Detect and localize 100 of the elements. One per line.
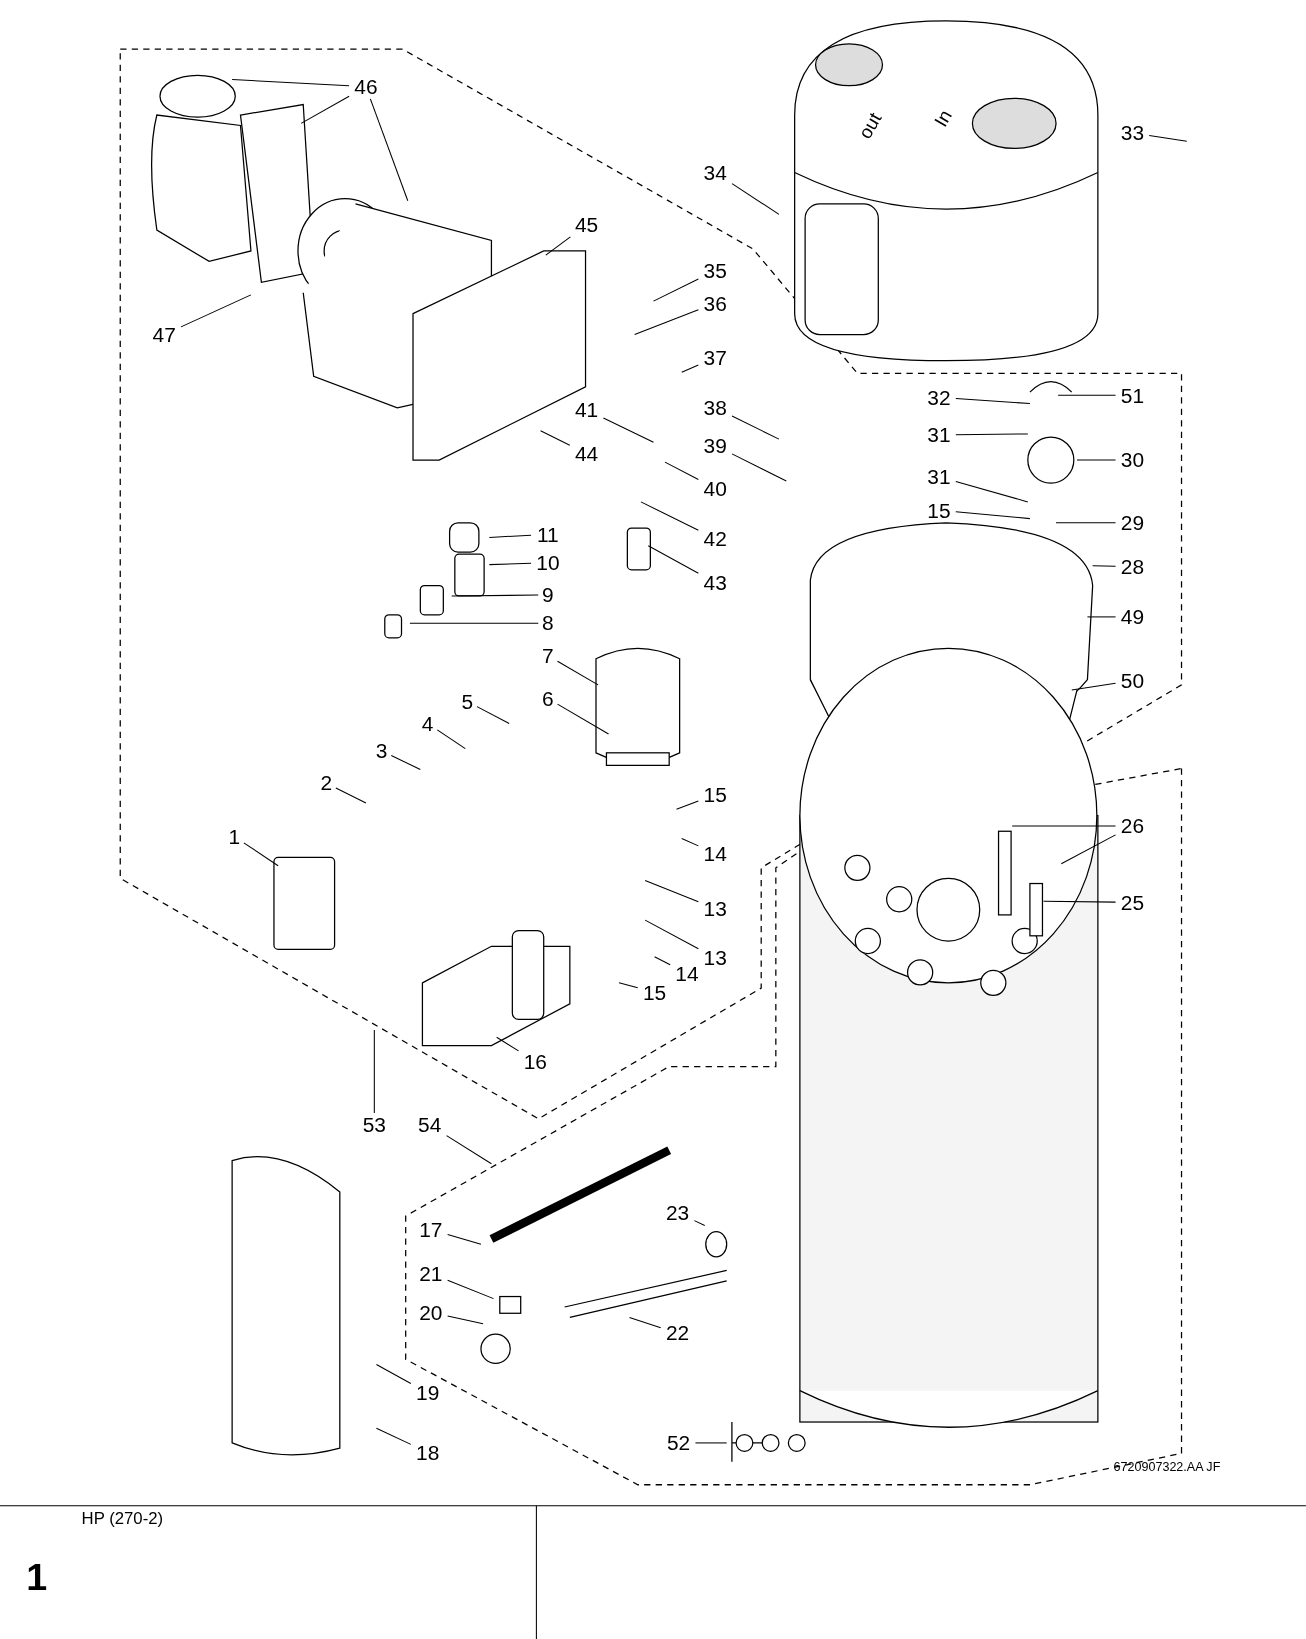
- leader-line: [955, 433, 1029, 436]
- leader-line: [1057, 394, 1117, 396]
- leader-line: [409, 622, 539, 624]
- callout-number: 18: [416, 1441, 440, 1463]
- leader-line: [447, 1315, 484, 1325]
- leader-line: [681, 838, 699, 847]
- leader-line: [1148, 134, 1188, 142]
- callout-number: 43: [703, 571, 727, 593]
- callout-number: 50: [1120, 670, 1144, 692]
- leader-line: [652, 278, 699, 302]
- callout-number: 39: [703, 434, 727, 456]
- callout-number: 34: [703, 162, 727, 183]
- leader-line: [618, 982, 639, 989]
- leader-line: [602, 417, 655, 443]
- callout-number: 15: [703, 784, 727, 806]
- leader-line: [1043, 900, 1117, 903]
- leader-line: [644, 879, 699, 903]
- leader-line: [1060, 834, 1117, 865]
- callout-number: 37: [703, 347, 727, 369]
- leader-line: [446, 1135, 492, 1165]
- callout-number: 6: [542, 688, 554, 709]
- leader-line: [731, 415, 780, 440]
- callout-number: 26: [1120, 815, 1144, 837]
- leader-line: [1071, 682, 1117, 691]
- callout-number: 13: [703, 947, 727, 969]
- leader-line: [373, 1029, 375, 1114]
- callout-number: 16: [523, 1050, 547, 1072]
- callout-number: 10: [536, 552, 560, 573]
- callout-number: 19: [416, 1382, 440, 1404]
- leader-line: [654, 956, 671, 966]
- callout-number: 22: [665, 1322, 690, 1344]
- leader-line: [557, 703, 610, 735]
- leader-line: [243, 842, 279, 867]
- leader-line: [664, 461, 699, 481]
- leader-line: [375, 1364, 412, 1384]
- callout-number: 29: [1120, 512, 1144, 534]
- leader-line: [369, 98, 409, 202]
- leader-line: [955, 397, 1031, 405]
- callout-number: 41: [574, 399, 599, 421]
- callout-number: 53: [362, 1114, 386, 1136]
- leader-line: [1076, 459, 1117, 461]
- leader-line: [476, 706, 510, 725]
- leader-line: [1011, 825, 1117, 827]
- part-label: In: [930, 106, 958, 131]
- callout-number: 38: [703, 397, 727, 419]
- leader-line: [640, 501, 699, 531]
- leader-line: [436, 729, 466, 750]
- leader-line: [731, 453, 787, 482]
- leader-line: [540, 430, 571, 446]
- callout-number: 15: [642, 981, 667, 1003]
- callout-number: 30: [1120, 449, 1144, 471]
- leader-line: [644, 919, 699, 950]
- callout-number: 17: [419, 1219, 443, 1241]
- leader-line: [1055, 522, 1117, 524]
- callout-number: 46: [354, 76, 378, 98]
- callout-number: 44: [574, 443, 599, 465]
- leader-line: [488, 562, 532, 566]
- callout-number: 5: [461, 691, 474, 713]
- callout-number: 11: [537, 523, 559, 545]
- callout-number: 40: [703, 477, 727, 499]
- callout-number: 2: [320, 772, 333, 794]
- callout-number: 28: [1120, 556, 1144, 578]
- callout-number: 32: [927, 386, 951, 408]
- leader-line: [451, 594, 539, 597]
- leader-line: [955, 480, 1029, 503]
- leader-line: [681, 364, 699, 373]
- callout-number: 25: [1120, 891, 1144, 913]
- leader-line: [1086, 616, 1117, 618]
- callout-number: 49: [1120, 606, 1144, 628]
- callout-number: 35: [703, 260, 727, 282]
- leader-line: [447, 1234, 482, 1245]
- callout-number: 7: [542, 645, 554, 667]
- leader-line: [180, 294, 252, 328]
- callout-number: 14: [675, 963, 699, 984]
- page-number: 1: [26, 1555, 48, 1600]
- callout-number: 20: [419, 1301, 443, 1323]
- part-label: out: [854, 109, 887, 143]
- callout-number: 33: [1120, 122, 1144, 144]
- leader-line: [693, 1220, 706, 1226]
- callout-number: 3: [375, 740, 388, 762]
- drawing-number: 6720907322.AA JF: [1113, 1459, 1221, 1475]
- leader-line: [335, 787, 367, 804]
- callout-number: 52: [666, 1432, 691, 1454]
- leader-line: [731, 183, 780, 215]
- leader-line: [634, 309, 699, 336]
- callout-number: 47: [152, 324, 176, 346]
- leader-line: [557, 660, 599, 686]
- callout-number: 23: [665, 1202, 690, 1224]
- callout-number: 4: [421, 713, 434, 734]
- leader-line: [390, 754, 421, 771]
- leader-line: [231, 78, 350, 87]
- leader-line: [488, 534, 532, 538]
- callout-number: 42: [703, 528, 727, 549]
- leader-line: [647, 545, 699, 574]
- callout-number: 21: [419, 1263, 443, 1284]
- leader-line: [628, 1316, 662, 1329]
- model-designation: HP (270-2): [81, 1509, 164, 1529]
- callout-number: 31: [927, 424, 951, 446]
- leader-line: [300, 95, 350, 124]
- leader-line: [694, 1442, 728, 1444]
